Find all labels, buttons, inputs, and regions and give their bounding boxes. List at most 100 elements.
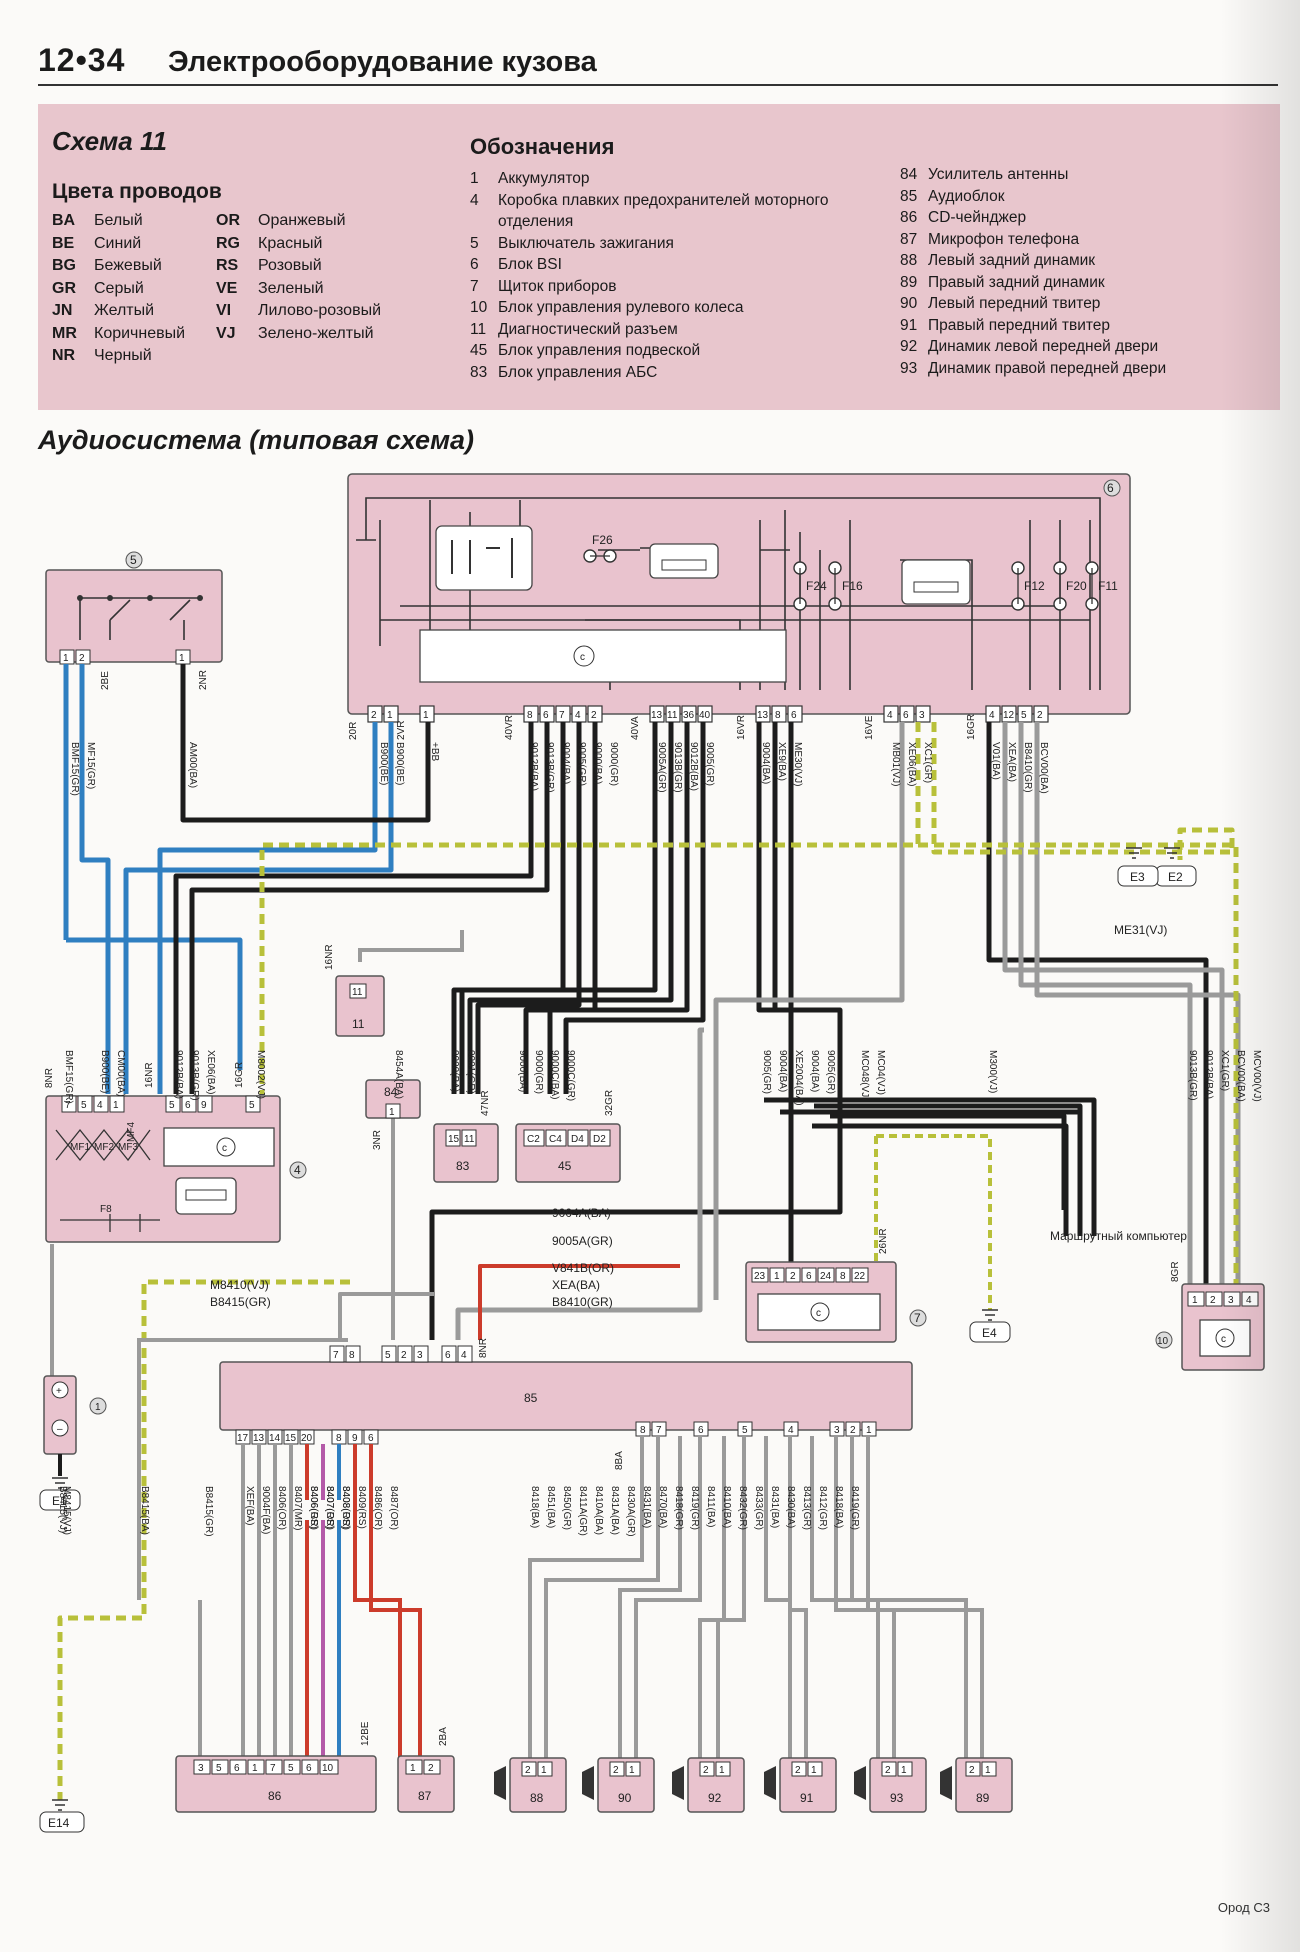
svg-text:2: 2 xyxy=(1210,1295,1216,1306)
designation-text: Аудиоблок xyxy=(928,187,1005,205)
wire-color-name: Бежевый xyxy=(94,257,162,274)
svg-text:6: 6 xyxy=(698,1425,704,1436)
wire-label: ME30(VJ) xyxy=(792,742,803,786)
svg-text:XEA(BA): XEA(BA) xyxy=(552,1278,600,1292)
wire-color-code: OR xyxy=(216,212,240,229)
bsi-pin: 2 xyxy=(591,710,597,721)
svg-text:84: 84 xyxy=(384,1085,398,1099)
designation-text: Усилитель антенны xyxy=(928,166,1069,183)
svg-text:32GR: 32GR xyxy=(604,1090,615,1116)
svg-text:3: 3 xyxy=(834,1425,840,1436)
svg-text:1: 1 xyxy=(866,1425,872,1436)
svg-text:20: 20 xyxy=(301,1433,313,1444)
wire-label: 9000C(BA) xyxy=(549,1050,560,1099)
wire-label: 9000(GR) xyxy=(608,742,619,786)
wire-color-name: Белый xyxy=(94,212,143,229)
wire-labels-bottom: M8415(VJ)B8415(BA)B8415(GR)XEF(BA)9004F(… xyxy=(57,1486,860,1537)
wire-label: MC04(VJ) xyxy=(875,1050,886,1095)
wire-label: 9004(BA) xyxy=(760,742,771,784)
wire-label: 8407(MR) xyxy=(292,1486,303,1530)
wire-label: XE9(BA) xyxy=(776,742,787,781)
svg-text:8BA: 8BA xyxy=(614,1451,625,1470)
wire-label: 9013B(GR) xyxy=(672,742,683,793)
wire-color-code: BA xyxy=(52,212,76,229)
bsi-pin: 2 xyxy=(371,710,377,721)
designation-text: Динамик левой передней двери xyxy=(928,338,1159,355)
svg-text:1: 1 xyxy=(410,1763,416,1774)
wire-label: 9001(GR) xyxy=(465,1050,476,1094)
svg-text:2: 2 xyxy=(850,1425,856,1436)
svg-text:4: 4 xyxy=(97,1100,103,1111)
page-number: 12•34 xyxy=(38,42,126,78)
suspension-unit-45: C2 C4 D4 D2 45 32GR xyxy=(515,1090,621,1183)
svg-text:11: 11 xyxy=(464,1134,475,1145)
svg-text:2VR: 2VR xyxy=(396,721,407,740)
svg-text:40VA: 40VA xyxy=(630,716,641,740)
svg-text:2: 2 xyxy=(613,1765,619,1776)
wire-label: 8409(RS) xyxy=(356,1486,367,1529)
svg-text:MF1: MF1 xyxy=(70,1142,90,1153)
wire-color-name: Зеленый xyxy=(258,279,324,297)
wire-label: 9000C(GR) xyxy=(565,1050,576,1101)
wire-label: 8430(BA) xyxy=(785,1486,796,1528)
svg-text:2: 2 xyxy=(969,1765,975,1776)
speaker-92: 2 1 92 xyxy=(672,1757,745,1813)
svg-text:3: 3 xyxy=(417,1350,423,1361)
designation-number: 87 xyxy=(900,230,918,248)
svg-text:23: 23 xyxy=(754,1271,766,1282)
designation-text: Блок управления подвеской xyxy=(498,342,701,359)
designation-text: Блок BSI xyxy=(498,256,562,273)
wire-label: 9000(BA) xyxy=(592,742,603,784)
svg-text:V841B(OR): V841B(OR) xyxy=(552,1261,614,1275)
bsi-pin: 7 xyxy=(559,710,565,721)
svg-text:4: 4 xyxy=(461,1350,467,1361)
svg-text:9: 9 xyxy=(352,1433,358,1444)
bsi-number: 6 xyxy=(1107,481,1114,495)
svg-text:7: 7 xyxy=(270,1763,276,1774)
wire-color-code: JN xyxy=(52,302,73,319)
wire-label: 8413(GR) xyxy=(801,1486,812,1530)
diagram-title: Аудиосистема (типовая схема) xyxy=(38,425,475,455)
svg-text:1: 1 xyxy=(901,1765,907,1776)
wire-label: MF15(GR) xyxy=(85,742,96,789)
designations-title: Обозначения xyxy=(470,134,615,159)
abs-unit-83: 15 11 83 47NR xyxy=(433,1090,499,1183)
wire-label: 8418(BA) xyxy=(529,1486,540,1528)
ground-labels: E1 E2 E3 E4 E14 xyxy=(39,865,1197,1833)
designation-number: 90 xyxy=(900,295,918,312)
designation-text: Щиток приборов xyxy=(498,277,617,295)
wire-label: XEA(BA) xyxy=(1006,742,1017,782)
designation-number: 86 xyxy=(900,209,918,226)
wire-label: XE2004(BA) xyxy=(793,1050,804,1106)
bsi-pin: 6 xyxy=(903,710,909,721)
wire-color-code: RS xyxy=(216,257,239,274)
wire-label: BMF15(GR) xyxy=(63,1050,74,1104)
svg-text:47NR: 47NR xyxy=(480,1090,491,1116)
bsi-pin: 12 xyxy=(1003,710,1015,721)
wire-label: 8470(BA) xyxy=(657,1486,668,1528)
svg-text:c: c xyxy=(816,1308,821,1319)
svg-text:10: 10 xyxy=(1157,1336,1169,1347)
designation-number: 89 xyxy=(900,273,918,291)
wire-color-name: Розовый xyxy=(258,257,322,274)
wire-color-code: NR xyxy=(52,347,76,364)
svg-text:1: 1 xyxy=(811,1765,817,1776)
wire-label: 9005A(GR) xyxy=(656,742,667,793)
wire-color-name: Черный xyxy=(94,347,152,364)
designation-number: 6 xyxy=(470,256,479,273)
svg-text:13: 13 xyxy=(253,1433,265,1444)
svg-text:92: 92 xyxy=(708,1791,722,1805)
svg-text:c: c xyxy=(222,1143,227,1154)
bsi-pin: 1 xyxy=(387,710,393,721)
wire-label: 8411(BA) xyxy=(705,1486,716,1528)
microphone-87: 1 2 87 2BA xyxy=(397,1727,455,1813)
wire-label: 8451(BA) xyxy=(545,1486,556,1528)
bsi-pin: 13 xyxy=(757,710,769,721)
